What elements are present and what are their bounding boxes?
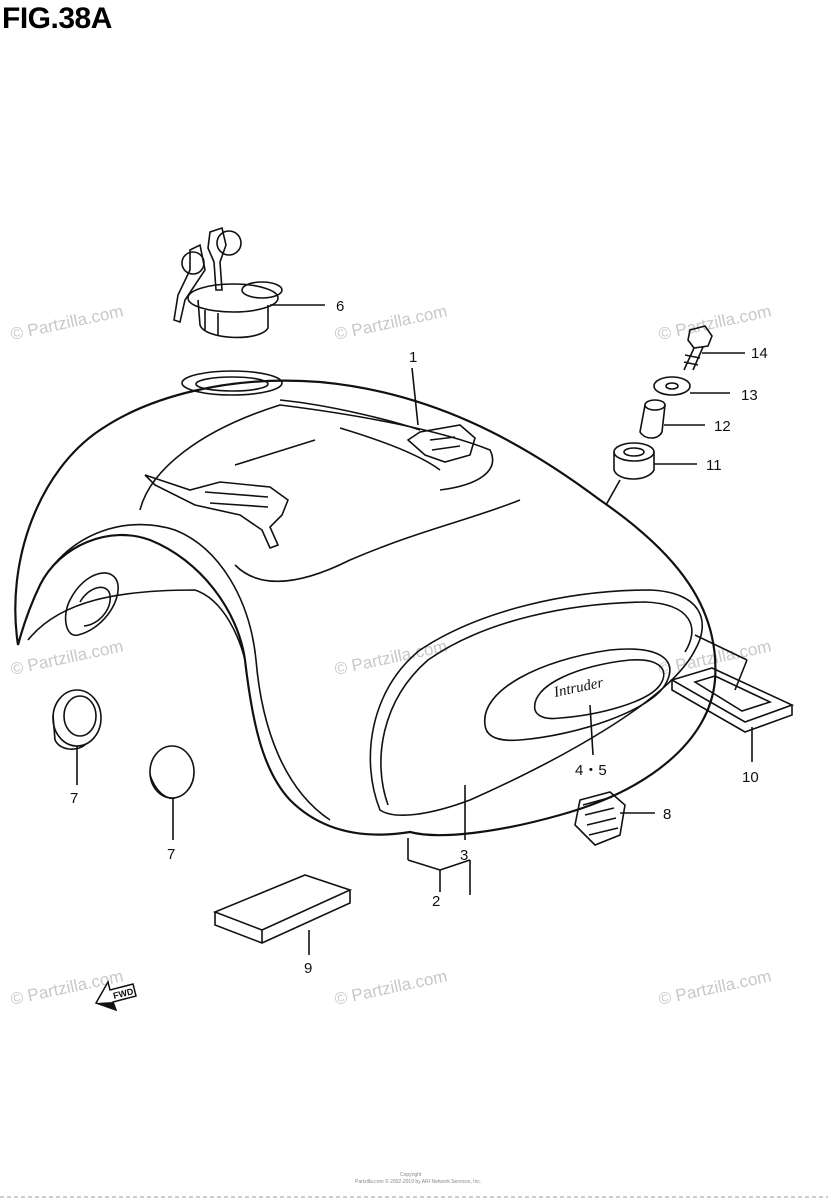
cushion-8 (574, 791, 626, 846)
fuel-tank (14, 370, 717, 837)
callout-12: 12 (714, 418, 731, 435)
watermark: © Partzilla.com (333, 302, 449, 344)
callout-10: 10 (742, 769, 759, 786)
callout-7b: 7 (167, 846, 175, 863)
callout-13: 13 (741, 387, 758, 404)
emblem: Intruder (534, 659, 665, 720)
cushion-11 (613, 442, 655, 480)
fuel-cap (173, 226, 283, 339)
watermark: © Partzilla.com (657, 967, 773, 1009)
grommet-7b (149, 745, 195, 800)
fwd-arrow: FWD (94, 980, 137, 1012)
bolt-14 (683, 325, 713, 371)
collar-12 (639, 399, 666, 439)
damper-10 (669, 667, 795, 733)
callout-8: 8 (663, 806, 671, 823)
watermark: © Partzilla.com (9, 637, 125, 679)
watermark: © Partzilla.com (657, 302, 773, 344)
watermark: © Partzilla.com (9, 302, 125, 344)
callout-7a: 7 (70, 790, 78, 807)
callout-2: 2 (432, 893, 440, 910)
watermark: © Partzilla.com (333, 967, 449, 1009)
callout-6: 6 (336, 298, 344, 315)
callout-4-5: 4・5 (575, 762, 607, 779)
callout-14: 14 (751, 345, 768, 362)
callout-1: 1 (409, 349, 417, 366)
callout-labels: 6 1 14 13 12 11 7 7 8 9 10 4・5 3 2 (70, 298, 768, 977)
grommet-7a (52, 689, 102, 750)
leader-lines (76, 304, 753, 955)
washer-13 (653, 376, 691, 396)
callout-9: 9 (304, 960, 312, 977)
watermark-group: © Partzilla.com © Partzilla.com © Partzi… (9, 302, 773, 1009)
callout-3: 3 (460, 847, 468, 864)
pad-9 (212, 874, 353, 944)
footer-copyright: Copyright (400, 1172, 422, 1178)
fwd-label: FWD (112, 986, 135, 1001)
figure-title: FIG.38A (2, 2, 112, 35)
callout-11: 11 (706, 457, 722, 474)
footer-notice: Partzilla.com © 2002-2019 by ARI Network… (355, 1179, 482, 1185)
